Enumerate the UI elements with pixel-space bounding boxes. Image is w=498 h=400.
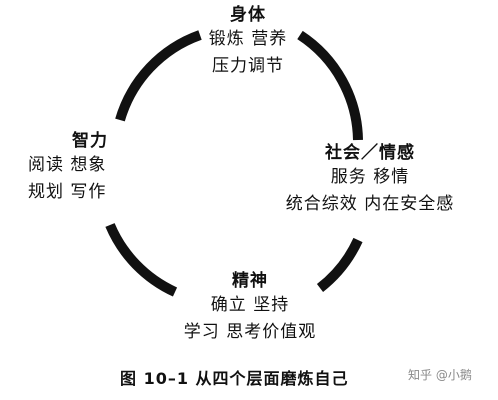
node-social-emotional-line-2: 统合综效 内在安全感 [285, 194, 455, 214]
node-intellect: 智力 阅读 想象 规划 写作 [28, 130, 158, 206]
node-social-emotional-line-1: 服务 移情 [330, 167, 410, 187]
node-spiritual-line-1: 确立 坚持 [210, 295, 290, 315]
node-social-emotional-title: 社会／情感 [325, 143, 415, 163]
ring-arc-bottom-left [105, 222, 178, 297]
figure-caption: 图 10–1 从四个层面磨炼自己 [120, 369, 349, 388]
node-spiritual: 精神 确立 坚持 学习 思考价值观 [140, 270, 360, 346]
ring-arc-top-left [115, 30, 202, 122]
node-intellect-line-2: 规划 写作 [28, 182, 107, 202]
node-spiritual-line-2: 学习 思考价值观 [183, 322, 317, 342]
node-spiritual-title: 精神 [232, 271, 268, 291]
ring-arcs [105, 30, 363, 297]
ring-arc-bottom-right [316, 237, 363, 292]
node-intellect-title: 智力 [72, 131, 108, 151]
node-body-title: 身体 [230, 5, 266, 25]
node-body-line-2: 压力调节 [212, 56, 284, 76]
node-body: 身体 锻炼 营养 压力调节 [178, 4, 318, 80]
node-body-line-1: 锻炼 营养 [208, 29, 288, 49]
node-social-emotional: 社会／情感 服务 移情 统合综效 内在安全感 [255, 142, 485, 218]
node-intellect-line-1: 阅读 想象 [28, 155, 107, 175]
watermark: 知乎 @小鹅 [408, 368, 472, 382]
ring-arc-top-right [297, 30, 363, 141]
